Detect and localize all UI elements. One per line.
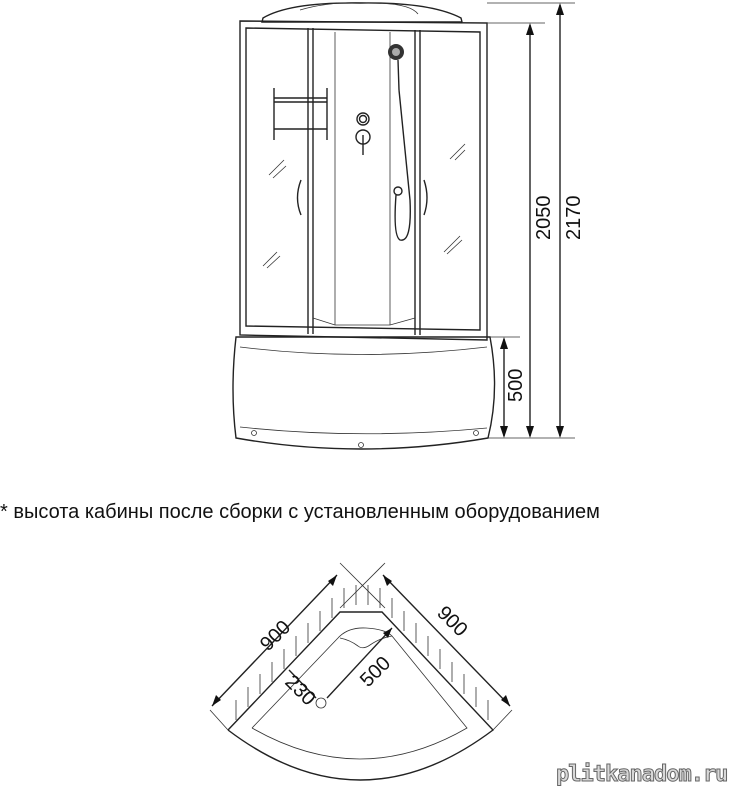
dim-2050: 2050 xyxy=(533,196,555,241)
door-handle-icon xyxy=(296,179,302,216)
tray-plan-view: 900 900 500 230 xyxy=(209,562,513,781)
dim-230-drain: 230 xyxy=(280,671,319,710)
towel-rack-icon xyxy=(273,88,328,140)
caption-note: * высота кабины после сборки с установле… xyxy=(0,501,600,523)
glass-reflection-icon xyxy=(262,143,466,269)
dim-2170: 2170 xyxy=(563,196,585,241)
door-handle-icon xyxy=(423,179,428,216)
dim-900-right: 900 xyxy=(432,602,471,641)
dim-500-drain: 500 xyxy=(356,652,395,691)
height-dimensions: 2170 2050 500 xyxy=(462,2,585,439)
watermark: plitkanadom.ru xyxy=(555,762,728,788)
dim-500: 500 xyxy=(505,369,527,402)
shower-head-icon xyxy=(388,44,411,241)
mixer-icon xyxy=(355,112,371,155)
wall-hatching xyxy=(235,585,489,720)
cabin-front-view xyxy=(232,2,496,450)
dim-900-left: 900 xyxy=(256,616,295,655)
